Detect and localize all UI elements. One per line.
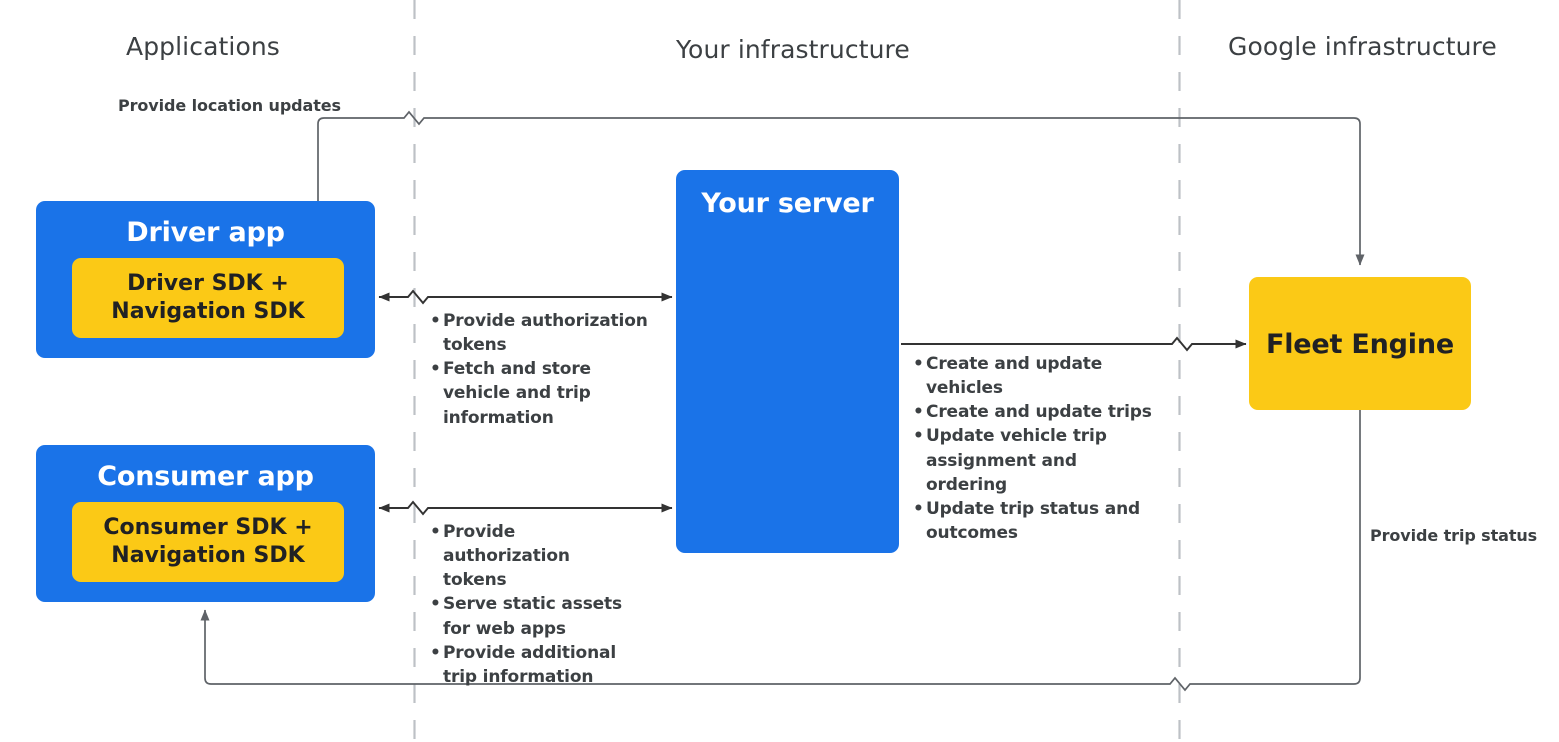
- node-driver-app-title: Driver app: [126, 217, 285, 248]
- bullet-item: Provide authorization tokens: [430, 520, 630, 592]
- edge-your-server-fleet-engine: [901, 336, 1247, 352]
- node-your-server-title: Your server: [701, 188, 874, 219]
- edge-driver-app-your-server: [378, 289, 673, 305]
- bullets-driver-to-server: Provide authorization tokens Fetch and s…: [430, 309, 655, 430]
- node-consumer-sdk[interactable]: Consumer SDK + Navigation SDK: [72, 502, 344, 582]
- bullets-server-to-fleet-engine: Create and update vehicles Create and up…: [913, 352, 1163, 545]
- bullet-item: Create and update vehicles: [913, 352, 1163, 400]
- node-consumer-app-title: Consumer app: [97, 461, 314, 492]
- node-fleet-engine[interactable]: Fleet Engine: [1249, 277, 1471, 410]
- bullet-item: Create and update trips: [913, 400, 1163, 424]
- node-your-server[interactable]: Your server: [676, 170, 899, 553]
- bullet-item: Update vehicle trip assignment and order…: [913, 424, 1163, 496]
- node-driver-sdk[interactable]: Driver SDK + Navigation SDK: [72, 258, 344, 338]
- bullet-item: Provide additional trip information: [430, 641, 630, 689]
- column-header-google-infrastructure: Google infrastructure: [1228, 32, 1497, 61]
- node-driver-sdk-line1: Driver SDK +: [127, 271, 289, 297]
- bullet-item: Serve static assets for web apps: [430, 592, 630, 640]
- node-driver-sdk-line2: Navigation SDK: [111, 299, 305, 324]
- column-header-applications: Applications: [126, 32, 280, 61]
- edge-consumer-app-your-server: [378, 500, 673, 516]
- bullets-consumer-to-server: Provide authorization tokens Serve stati…: [430, 520, 630, 689]
- edge-label-provide-location-updates: Provide location updates: [118, 96, 341, 115]
- node-consumer-sdk-line2: Navigation SDK: [111, 543, 305, 568]
- swimlane-dividers: [413, 0, 1181, 742]
- bullet-item: Update trip status and outcomes: [913, 497, 1163, 545]
- bullet-item: Fetch and store vehicle and trip informa…: [430, 357, 655, 429]
- node-fleet-engine-title: Fleet Engine: [1265, 329, 1454, 360]
- node-driver-app[interactable]: Driver app Driver SDK + Navigation SDK: [36, 201, 375, 358]
- bullet-item: Provide authorization tokens: [430, 309, 655, 357]
- edge-label-provide-trip-status: Provide trip status: [1370, 526, 1538, 545]
- edge-provide-trip-status: [200, 410, 1361, 692]
- edge-provide-location-updates: [317, 110, 1365, 266]
- node-consumer-sdk-line1: Consumer SDK +: [103, 515, 313, 541]
- node-consumer-app[interactable]: Consumer app Consumer SDK + Navigation S…: [36, 445, 375, 602]
- column-header-your-infrastructure: Your infrastructure: [676, 35, 910, 64]
